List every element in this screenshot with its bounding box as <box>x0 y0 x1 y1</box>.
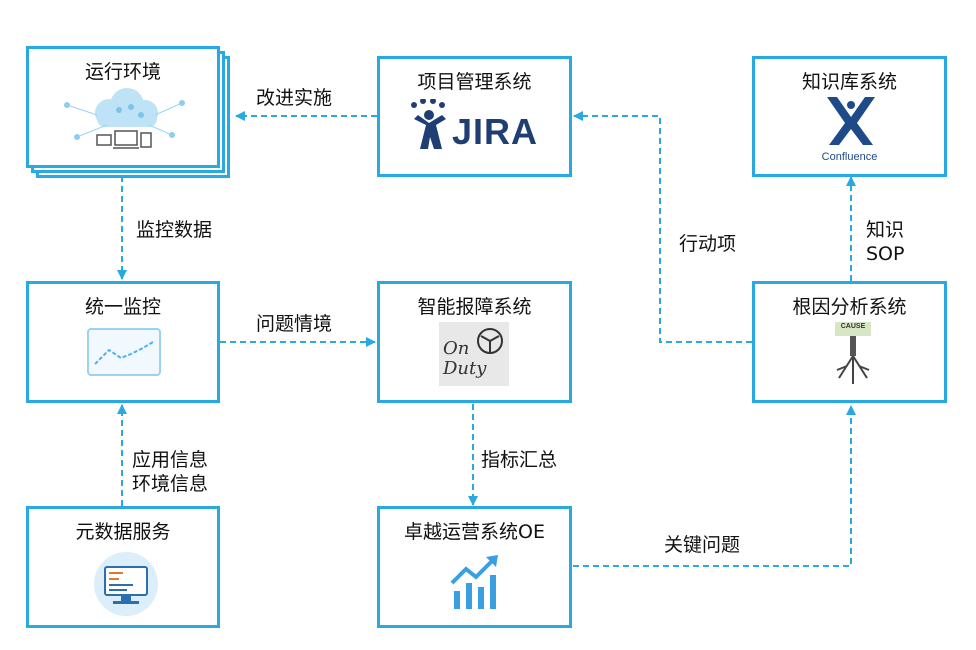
line-chart-icon <box>87 328 161 376</box>
confluence-logo-text: Confluence <box>821 151 878 163</box>
jira-logo-text: JIRA <box>452 111 539 152</box>
monitor-title: 统一监控 <box>84 296 161 318</box>
label-monitor-data: 监控数据 <box>136 219 213 241</box>
root-tree-icon <box>835 322 871 384</box>
label-action-items: 行动项 <box>679 233 737 255</box>
label-env-info: 环境信息 <box>132 473 209 495</box>
alarm-title: 智能报障系统 <box>417 296 532 318</box>
label-app-info: 应用信息 <box>132 449 209 471</box>
cloud-network-icon <box>64 88 185 149</box>
operational-excellence-node[interactable]: 卓越运营系统OE <box>377 506 572 628</box>
rootcause-logo-text: CAUSE <box>840 323 866 330</box>
steering-wheel-icon <box>477 328 503 354</box>
label-improve: 改进实施 <box>256 87 333 109</box>
root-cause-node[interactable]: 根因分析系统 CAUSE <box>752 281 947 403</box>
runtime-title: 运行环境 <box>84 61 161 83</box>
label-sop: SOP <box>866 243 905 265</box>
metadata-service-node[interactable]: 元数据服务 <box>26 506 220 628</box>
jira-system-title: 项目管理系统 <box>417 71 532 93</box>
label-problem-context: 问题情境 <box>256 313 333 335</box>
arrow-key-issues <box>573 405 856 567</box>
jira-logo-icon <box>411 99 446 149</box>
growth-chart-icon <box>450 555 498 609</box>
label-knowledge: 知识 <box>866 219 905 241</box>
runtime-environment-node[interactable]: 运行环境 <box>26 46 220 168</box>
unified-monitoring-node[interactable]: 统一监控 <box>26 281 220 403</box>
monitor-screen-icon <box>94 552 158 616</box>
smart-alarm-node[interactable]: 智能报障系统 On Duty <box>377 281 572 403</box>
onduty-logo: On Duty <box>439 322 509 386</box>
confluence-logo-icon <box>827 97 875 145</box>
knowledge-title: 知识库系统 <box>801 71 897 93</box>
metadata-title: 元数据服务 <box>75 521 171 543</box>
onduty-logo-text-2: Duty <box>443 358 487 379</box>
arrow-action-items <box>573 111 752 343</box>
onduty-logo-text-1: On <box>443 338 470 359</box>
label-metric-summary: 指标汇总 <box>481 449 558 471</box>
label-key-issues: 关键问题 <box>664 534 741 556</box>
project-management-node[interactable]: 项目管理系统 JIRA <box>377 56 572 177</box>
rootcause-title: 根因分析系统 <box>792 296 907 318</box>
knowledge-base-node[interactable]: 知识库系统 Confluence <box>752 56 947 177</box>
oe-title: 卓越运营系统OE <box>404 521 545 543</box>
